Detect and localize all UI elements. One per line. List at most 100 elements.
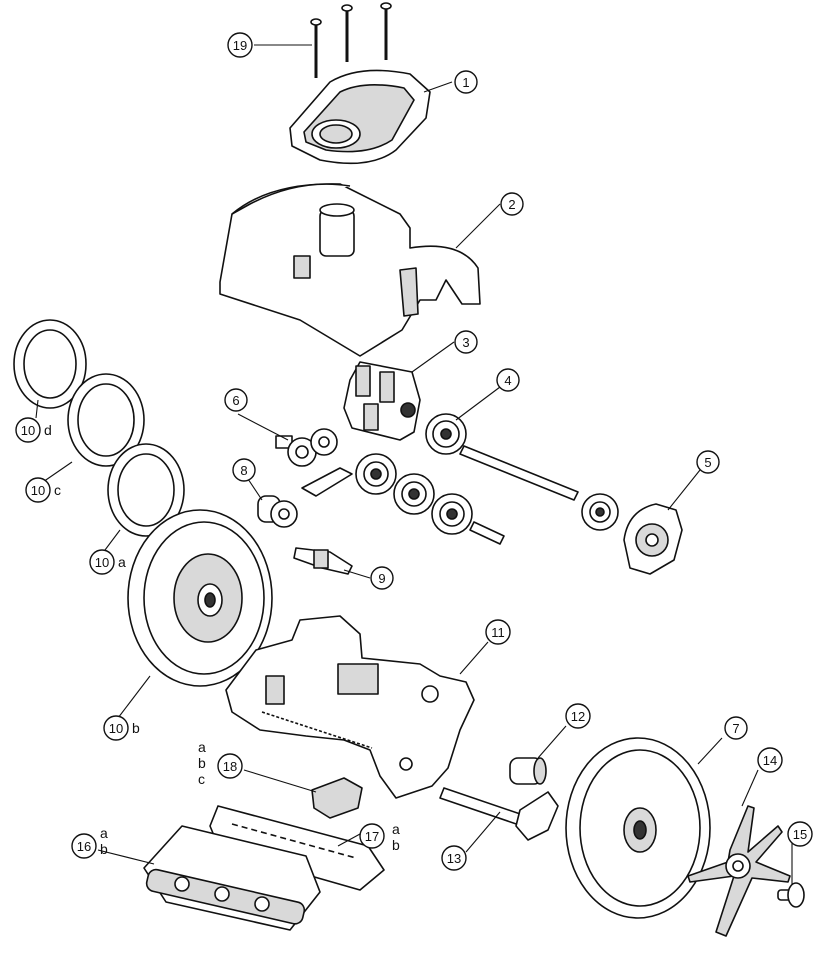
callout-suffix: c <box>54 482 61 498</box>
variant-labels-16: a b <box>100 825 108 857</box>
callout-11: 11 <box>485 619 511 645</box>
callout-number: 2 <box>508 197 515 212</box>
callout-circle <box>565 703 591 729</box>
callout-18: 18 <box>217 753 243 779</box>
callout-circle <box>89 549 115 575</box>
callout-number: 11 <box>491 625 505 640</box>
part-3-impeller <box>343 361 421 441</box>
part-axle <box>459 445 579 545</box>
callout-suffix: a <box>118 554 126 570</box>
callout-17: 17 <box>359 823 385 849</box>
callout-suffix: d <box>44 422 52 438</box>
callout-circle <box>224 388 248 412</box>
callout-number: 5 <box>704 455 711 470</box>
callout-circle <box>757 747 783 773</box>
part-6-gear-pair <box>275 428 338 467</box>
callout-circle <box>696 450 720 474</box>
variant-16-b: b <box>100 841 108 857</box>
part-4-gear <box>425 413 467 455</box>
callout-number: 1 <box>462 75 469 90</box>
part-10b-wheel <box>127 509 273 687</box>
callout-7: 7 <box>724 716 748 740</box>
callout-number: 18 <box>223 759 237 774</box>
callout-3: 3 <box>454 330 478 354</box>
callout-circle <box>724 716 748 740</box>
callout-10c: 10 c <box>25 477 61 503</box>
callout-10d: 10 d <box>15 417 52 443</box>
callout-13: 13 <box>441 845 467 871</box>
part-11-chassis <box>225 615 475 799</box>
variant-labels-18: a b c <box>198 739 206 787</box>
callout-number: 13 <box>447 851 461 866</box>
callout-5: 5 <box>696 450 720 474</box>
callout-15: 15 <box>787 821 813 847</box>
callout-number: 10 <box>109 721 123 736</box>
part-19-screws <box>310 2 392 78</box>
callout-6: 6 <box>224 388 248 412</box>
part-15-cap <box>777 882 805 908</box>
callout-number: 4 <box>504 373 511 388</box>
part-16-roller <box>143 825 321 931</box>
callout-circle <box>103 715 129 741</box>
variant-16-a: a <box>100 825 108 841</box>
callout-10a: 10 a <box>89 549 126 575</box>
callout-8: 8 <box>232 458 256 482</box>
callout-circle <box>787 821 813 847</box>
variant-17-b: b <box>392 837 400 853</box>
callout-circle <box>227 32 253 58</box>
callout-number: 9 <box>378 571 385 586</box>
callout-number: 3 <box>462 335 469 350</box>
callout-number: 10 <box>31 483 45 498</box>
callout-circle <box>71 833 97 859</box>
callout-circle <box>485 619 511 645</box>
part-clip <box>301 467 353 497</box>
callout-4: 4 <box>496 368 520 392</box>
callout-12: 12 <box>565 703 591 729</box>
variant-18-a: a <box>198 739 206 755</box>
part-8-bushing-gear <box>257 495 298 528</box>
callout-number: 17 <box>365 829 379 844</box>
callout-number: 14 <box>763 753 777 768</box>
callout-number: 10 <box>21 423 35 438</box>
callout-16: 16 <box>71 833 97 859</box>
part-10-tread-rings <box>13 319 185 537</box>
callout-circle <box>232 458 256 482</box>
callout-circle <box>500 192 524 216</box>
variant-17-a: a <box>392 821 400 837</box>
callout-19: 19 <box>227 32 253 58</box>
variant-18-b: b <box>198 755 206 771</box>
callout-circle <box>25 477 51 503</box>
callout-suffix: b <box>132 720 140 736</box>
variant-labels-17: a b <box>392 821 400 853</box>
callout-number: 16 <box>77 839 91 854</box>
part-7-wheel <box>565 737 711 919</box>
callout-number: 15 <box>793 827 807 842</box>
callout-circle <box>359 823 385 849</box>
part-18-weight <box>311 777 363 819</box>
part-12-bushing <box>509 757 547 785</box>
callout-2: 2 <box>500 192 524 216</box>
callout-circle <box>454 70 478 94</box>
variant-18-c: c <box>198 771 205 787</box>
callout-number: 19 <box>233 38 247 53</box>
part-9-shaft-assembly <box>293 547 353 575</box>
part-13-drive-shaft <box>439 787 559 841</box>
callout-circle <box>441 845 467 871</box>
callout-circle <box>217 753 243 779</box>
part-2-body-housing <box>219 183 481 357</box>
callout-9: 9 <box>370 566 394 590</box>
part-14-hub-star <box>687 805 791 937</box>
callout-10b: 10 b <box>103 715 140 741</box>
callout-number: 10 <box>95 555 109 570</box>
part-5-side-gear <box>581 493 683 575</box>
part-1-top-cover <box>289 69 431 165</box>
callout-circle <box>496 368 520 392</box>
part-middle-gears <box>355 453 473 535</box>
callout-number: 6 <box>232 393 239 408</box>
callout-circle <box>15 417 41 443</box>
callout-number: 8 <box>240 463 247 478</box>
callout-1: 1 <box>454 70 478 94</box>
callout-14: 14 <box>757 747 783 773</box>
